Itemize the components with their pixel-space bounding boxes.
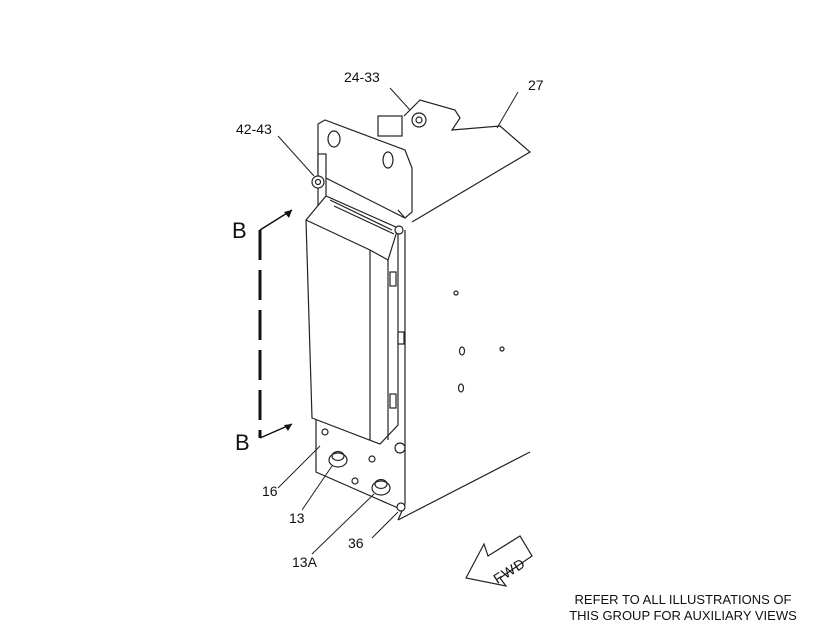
callout-13: 13 [289, 510, 305, 526]
panel-hole [458, 346, 466, 356]
bracket-bolt [411, 112, 427, 128]
panel-hole [499, 346, 505, 352]
bracket-slot [327, 130, 341, 148]
auxiliary-views-note: REFER TO ALL ILLUSTRATIONS OF THIS GROUP… [548, 592, 818, 624]
latch [389, 271, 397, 287]
note-line-2: THIS GROUP FOR AUXILIARY VIEWS [569, 608, 797, 623]
fitting-36 [396, 502, 406, 512]
callout-16: 16 [262, 483, 278, 499]
section-label-bottom: B [235, 430, 250, 455]
section-line-b: B B [232, 209, 293, 455]
bolt-42-43 [311, 175, 325, 189]
panel-hole [457, 383, 465, 393]
connector-13 [328, 450, 348, 468]
callout-27: 27 [528, 77, 544, 93]
lower-mounting-plate [315, 420, 406, 509]
leader-lines [277, 87, 519, 555]
latch [389, 393, 397, 409]
callout-24-33: 24-33 [344, 69, 380, 85]
callout-13a: 13A [292, 554, 318, 570]
side-panel [397, 230, 531, 521]
note-line-1: REFER TO ALL ILLUSTRATIONS OF [574, 592, 792, 607]
control-module [305, 195, 405, 445]
callout-42-43: 42-43 [236, 121, 272, 137]
bracket-slot [382, 151, 394, 169]
top-cover-plate [397, 99, 532, 223]
forward-arrow: FWD [465, 535, 533, 587]
callout-36: 36 [348, 535, 364, 551]
section-label-top: B [232, 218, 247, 243]
latch [397, 331, 405, 345]
panel-hole [453, 290, 459, 296]
connector-13a [371, 478, 391, 496]
